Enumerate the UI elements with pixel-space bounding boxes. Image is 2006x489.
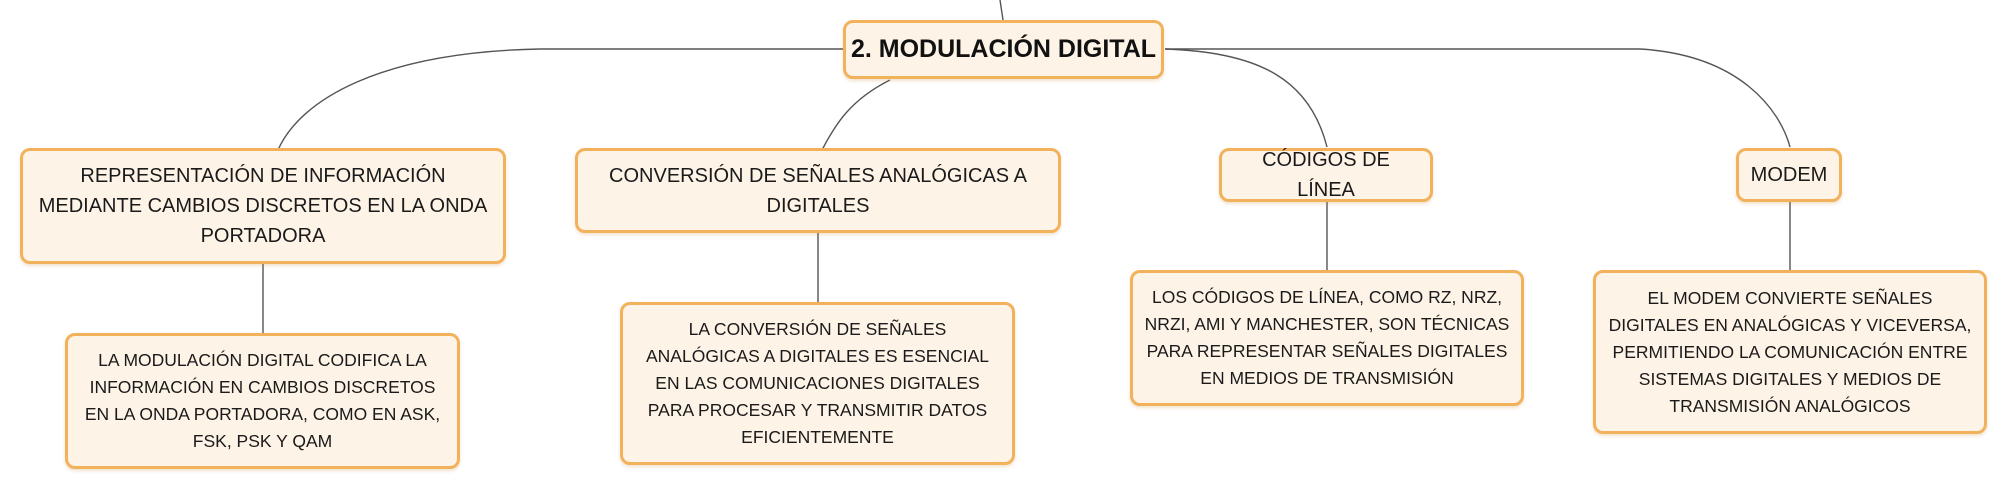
branch-4-detail-text: EL MODEM CONVIERTE SEÑALES DIGITALES EN … [1608, 287, 1972, 416]
branch-1-topic[interactable]: REPRESENTACIÓN DE INFORMACIÓN MEDIANTE C… [20, 148, 506, 264]
branch-2-detail-text: LA CONVERSIÓN DE SEÑALES ANALÓGICAS A DI… [646, 319, 989, 447]
branch-3-detail-text: LOS CÓDIGOS DE LÍNEA, COMO RZ, NRZ, NRZI… [1144, 287, 1510, 388]
branch-3-topic-label: CÓDIGOS DE LÍNEA [1262, 149, 1390, 201]
connector-root-branch-1 [277, 48, 845, 151]
connector-root-branch-3 [1164, 48, 1328, 148]
branch-1-detail[interactable]: LA MODULACIÓN DIGITAL CODIFICA LA INFORM… [65, 333, 460, 469]
connector-root-branch-2 [821, 79, 891, 151]
branch-4-topic[interactable]: MODEM [1736, 148, 1842, 202]
root-topic-label: 2. MODULACIÓN DIGITAL [850, 35, 1157, 63]
branch-2-topic[interactable]: CONVERSIÓN DE SEÑALES ANALÓGICAS A DIGIT… [575, 148, 1061, 233]
connector-root-branch-4 [1165, 48, 1791, 148]
connector-parent [999, 0, 1004, 21]
branch-3-topic[interactable]: CÓDIGOS DE LÍNEA [1219, 148, 1433, 202]
branch-2-topic-label: CONVERSIÓN DE SEÑALES ANALÓGICAS A DIGIT… [609, 164, 1027, 217]
branch-1-detail-text: LA MODULACIÓN DIGITAL CODIFICA LA INFORM… [84, 350, 441, 451]
branch-1-topic-label: REPRESENTACIÓN DE INFORMACIÓN MEDIANTE C… [38, 165, 488, 247]
branch-2-detail[interactable]: LA CONVERSIÓN DE SEÑALES ANALÓGICAS A DI… [620, 302, 1015, 465]
branch-3-detail[interactable]: LOS CÓDIGOS DE LÍNEA, COMO RZ, NRZ, NRZI… [1130, 270, 1524, 406]
branch-4-detail[interactable]: EL MODEM CONVIERTE SEÑALES DIGITALES EN … [1593, 270, 1987, 434]
root-topic[interactable]: 2. MODULACIÓN DIGITAL [843, 20, 1164, 79]
branch-4-topic-label: MODEM [1750, 164, 1828, 186]
